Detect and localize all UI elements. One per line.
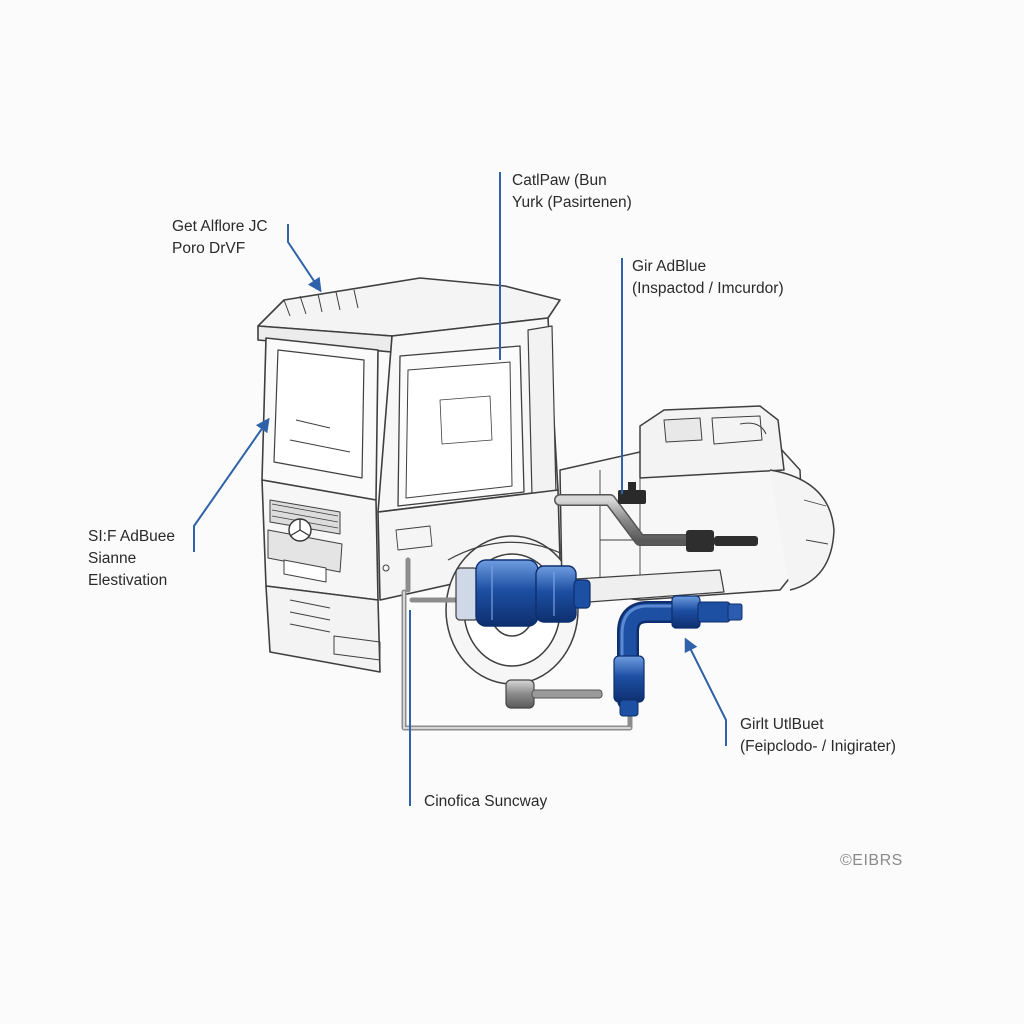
adblue-elbow-pipe (613, 595, 743, 717)
callout-adblue-tank-line1: Gir AdBlue (632, 258, 707, 275)
callout-cab-top: Get Alflore JC Poro DrVF (172, 216, 268, 260)
callout-right: Girlt UtlBuet (Feipclodo- / Inigirater) (740, 714, 896, 758)
callout-right-line1: Girlt UtlBuet (740, 716, 824, 733)
callout-left-line3: Elestivation (88, 572, 168, 589)
mercedes-star-emblem (288, 518, 312, 542)
truck-cab (257, 277, 561, 673)
callout-adblue-tank-line2: (Inspactod / Imcurdor) (632, 280, 784, 297)
callout-left-line1: SI:F AdBuee (88, 528, 176, 545)
callout-exhaust: CatlPaw (Bun Yurk (Pasirtenen) (512, 170, 632, 214)
callout-adblue-tank: Gir AdBlue (Inspactod / Imcurdor) (632, 256, 784, 300)
copyright-watermark: ©EIBRS (840, 852, 903, 869)
nox-sensor (505, 679, 603, 709)
callout-left: SI:F AdBuee Sianne Elestivation (88, 526, 175, 592)
callout-exhaust-line1: CatlPaw (Bun (512, 172, 607, 189)
callout-cab-top-line1: Get Alflore JC (172, 218, 268, 235)
callout-exhaust-line2: Yurk (Pasirtenen) (512, 194, 632, 211)
callout-bottom: Cinofica Suncway (424, 791, 547, 813)
callout-cab-top-line2: Poro DrVF (172, 240, 246, 257)
leader-lines (193, 172, 727, 806)
callout-left-line2: Sianne (88, 550, 137, 567)
callout-bottom-line1: Cinofica Suncway (424, 793, 548, 810)
adblue-dosing-module (455, 559, 591, 627)
exhaust-pipes (554, 482, 758, 552)
callout-right-line2: (Feipclodo- / Inigirater) (740, 738, 896, 755)
